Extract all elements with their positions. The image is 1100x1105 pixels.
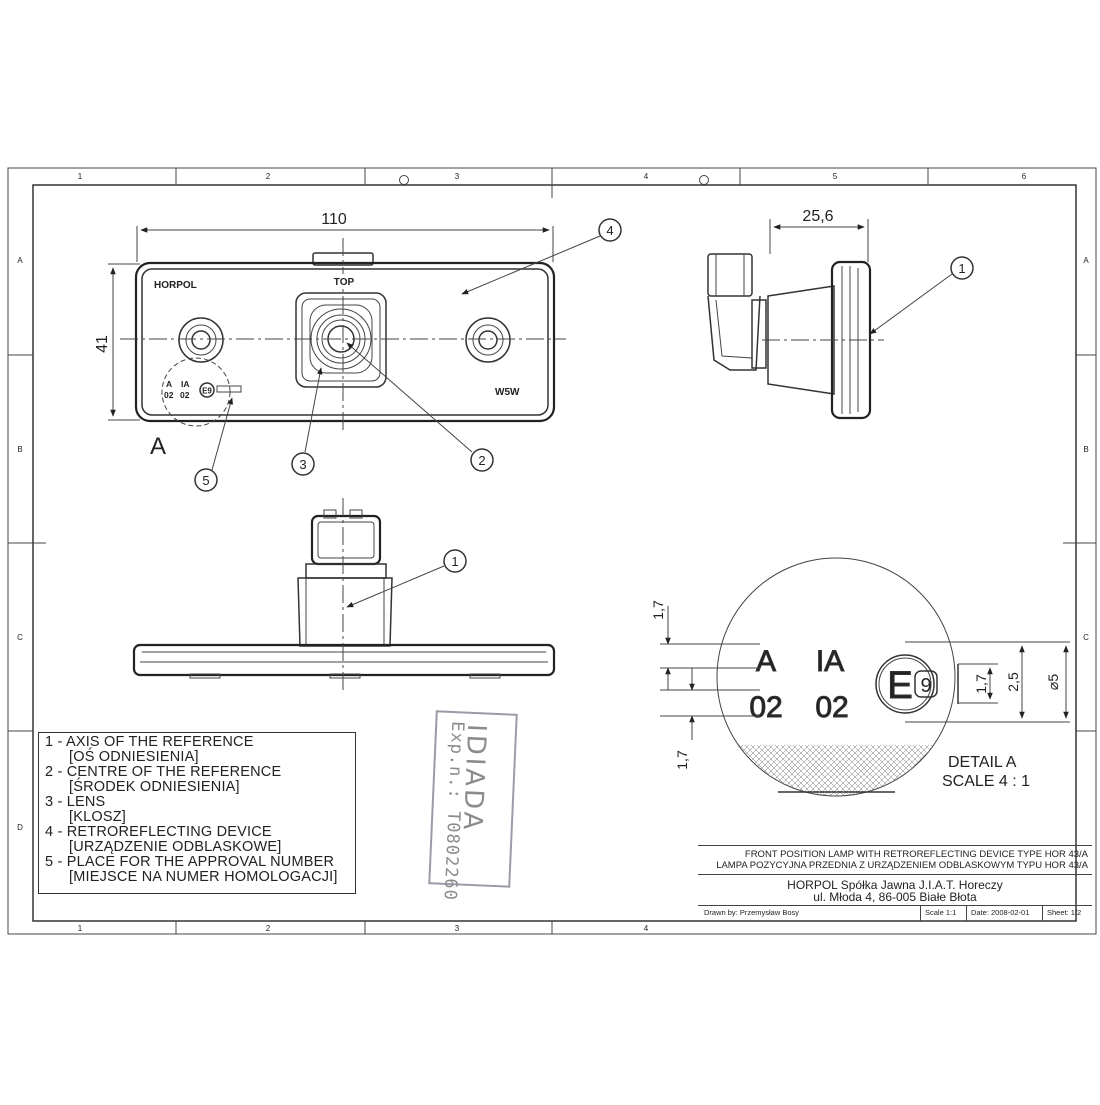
- punch-hole: [399, 175, 409, 185]
- lens-window: [295, 292, 387, 388]
- callout-1-bottom: [443, 549, 467, 573]
- company-name: HORPOL Spółka Jawna J.I.A.T. Horeczy: [787, 878, 1003, 892]
- dimension-1-7-right: 1,7: [973, 674, 989, 694]
- side-view: 25,6 1: [707, 208, 974, 420]
- detail-indicator: [161, 357, 231, 427]
- legend-item-1: 1 - AXIS OF THE REFERENCE: [45, 734, 254, 750]
- svg-text:E: E: [887, 665, 912, 707]
- svg-text:3: 3: [299, 457, 306, 472]
- detail-scale: SCALE 4 : 1: [942, 773, 1030, 790]
- svg-text:02: 02: [749, 691, 782, 724]
- column-label: 4: [644, 924, 649, 933]
- svg-text:IA: IA: [181, 379, 190, 389]
- legend-item-5: 5 - PLACE FOR THE APPROVAL NUMBER: [45, 854, 335, 870]
- svg-text:02: 02: [180, 390, 190, 400]
- title-block: FRONT POSITION LAMP WITH RETROREFLECTING…: [698, 845, 1092, 921]
- callout-4: [598, 218, 622, 242]
- bottom-view: 1: [132, 498, 556, 690]
- svg-text:1: 1: [451, 554, 458, 569]
- legend-box: 1 - AXIS OF THE REFERENCE [OŚ ODNIESIENI…: [38, 732, 356, 894]
- row-label: D: [17, 823, 23, 832]
- dimension-1-7-bottom: 1,7: [674, 750, 690, 770]
- row-label: B: [1083, 445, 1088, 454]
- lamp-body-outline: [134, 261, 556, 423]
- sheet-frame: 1 2 3 4 5 6 1 2 3 4 A B C D A B C: [7, 167, 1097, 935]
- callout-1-side: [950, 256, 974, 280]
- dimension-height: 41: [94, 335, 111, 353]
- scale: Scale 1:1: [920, 906, 966, 921]
- callout-3: [291, 452, 315, 476]
- column-label: 2: [266, 172, 271, 181]
- bulb-label: W5W: [495, 387, 520, 398]
- column-label: 6: [1022, 172, 1027, 181]
- title-polish: LAMPA POZYCYJNA PRZEDNIA Z URZĄDZENIEM O…: [716, 860, 1088, 871]
- legend-item-3: 3 - LENS: [45, 794, 106, 810]
- dimension-2-5: 2,5: [1005, 672, 1021, 692]
- date: Date: 2008-02-01: [966, 906, 1042, 921]
- svg-text:A: A: [756, 645, 776, 678]
- title-english: FRONT POSITION LAMP WITH RETROREFLECTING…: [744, 849, 1088, 860]
- column-label: 3: [455, 924, 460, 933]
- detail-caption: DETAIL A: [948, 754, 1017, 771]
- stamp-number: Exp.n.: T0802260: [439, 720, 468, 902]
- row-label: A: [17, 256, 23, 265]
- dimension-diameter-5: ⌀5: [1045, 674, 1061, 690]
- detail-a: A IA 02 02 E 9 1,7 1,7 1,7 2,5 ⌀5 DETA: [650, 557, 1070, 797]
- detail-letter: A: [150, 433, 166, 460]
- brand-label: HORPOL: [154, 280, 197, 291]
- row-label: A: [1083, 256, 1089, 265]
- svg-text:IA: IA: [816, 645, 844, 678]
- svg-text:5: 5: [202, 473, 209, 488]
- svg-text:9: 9: [920, 675, 931, 697]
- svg-text:2: 2: [478, 453, 485, 468]
- company-address: ul. Młoda 4, 86-005 Białe Błota: [813, 890, 977, 904]
- column-label: 5: [833, 172, 838, 181]
- legend-item-4: 4 - RETROREFLECTING DEVICE: [45, 824, 272, 840]
- column-label: 3: [455, 172, 460, 181]
- svg-text:4: 4: [606, 223, 613, 238]
- column-label: 2: [266, 924, 271, 933]
- punch-hole: [699, 175, 709, 185]
- column-label: 4: [644, 172, 649, 181]
- svg-text:1: 1: [958, 261, 965, 276]
- callout-2: [470, 448, 494, 472]
- e-mark: E9: [202, 387, 212, 396]
- dimension-width: 110: [321, 211, 347, 228]
- front-view: 110 41 HORPOL: [94, 211, 622, 492]
- drawn-by: Drawn by: Przemysław Bosy: [704, 908, 800, 917]
- retroreflector-area: [141, 268, 549, 416]
- sheet-number: Sheet: 1/2: [1042, 906, 1092, 921]
- row-label: C: [17, 633, 23, 642]
- approval-stamp: IDIADA Exp.n.: T0802260: [428, 710, 518, 901]
- dimension-depth: 25,6: [802, 208, 833, 225]
- svg-text:02: 02: [815, 691, 848, 724]
- mounting-hole-right: [465, 317, 511, 363]
- top-label: TOP: [334, 277, 355, 288]
- callout-5: [194, 468, 218, 492]
- svg-text:A: A: [166, 379, 172, 389]
- mounting-hole-left: [178, 317, 224, 363]
- svg-text:02: 02: [164, 390, 174, 400]
- column-label: 1: [78, 924, 83, 933]
- legend-item-2: 2 - CENTRE OF THE REFERENCE: [45, 764, 282, 780]
- inner-border: [32, 184, 1077, 922]
- approval-number-place: [216, 385, 242, 393]
- row-label: C: [1083, 633, 1089, 642]
- dimension-1-7-top: 1,7: [650, 600, 666, 620]
- column-label: 1: [78, 172, 83, 181]
- row-label: B: [17, 445, 22, 454]
